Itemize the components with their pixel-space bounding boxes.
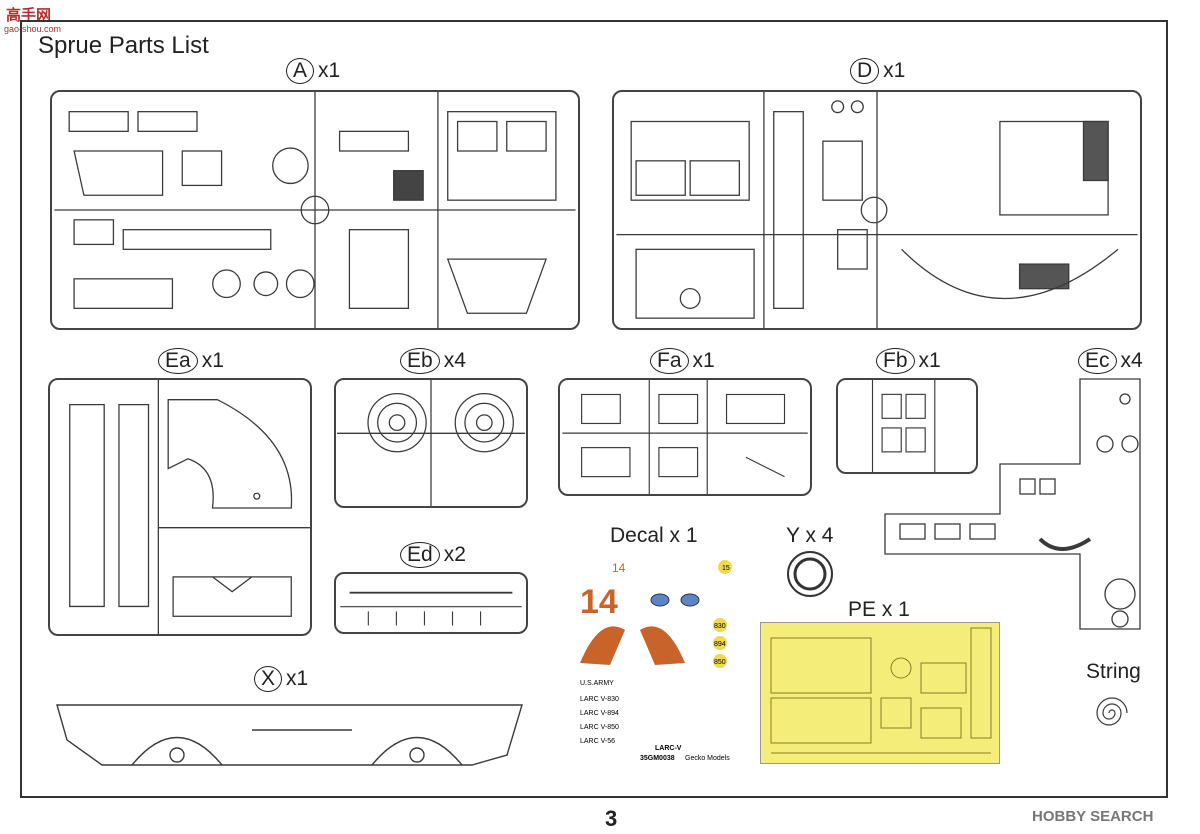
- sprue-d: [612, 90, 1142, 330]
- page-number: 3: [605, 806, 618, 831]
- sprue-eb-drawing: [336, 380, 526, 506]
- sprue-count: x1: [286, 667, 309, 690]
- y-part-label: Y x 4: [786, 524, 834, 547]
- y-part-ring: [787, 551, 833, 597]
- pe-sheet: [760, 622, 1000, 764]
- sprue-count: x1: [318, 59, 341, 82]
- decal-code-850: 850: [714, 659, 726, 666]
- decal-text-code: 35GM0038: [640, 755, 675, 762]
- sprue-ec: [884, 378, 1141, 630]
- decal-code-15: 15: [722, 565, 730, 572]
- sprue-letter: Fa: [650, 348, 689, 374]
- decal-label: Decal x 1: [610, 524, 698, 547]
- sprue-count: x2: [443, 543, 466, 566]
- decal-sheet: 15 14 14 830 894 850 U.S.ARMY LARC V-830…: [560, 555, 740, 770]
- sprue-fa: [558, 378, 812, 496]
- sprue-fb: [836, 378, 978, 474]
- sprue-ea: [48, 378, 312, 636]
- sprue-count: x1: [692, 349, 715, 372]
- sprue-a: [50, 90, 580, 330]
- decal-text-brand: Gecko Models: [685, 755, 730, 762]
- sprue-ed-drawing: [340, 591, 522, 626]
- sprue-letter: Ea: [158, 348, 198, 374]
- string-label: String: [1086, 660, 1141, 683]
- decal-code-830: 830: [714, 623, 726, 630]
- sprue-fa-drawing: [562, 380, 808, 494]
- pe-sheet-drawing: [770, 627, 992, 754]
- sprue-letter: D: [850, 58, 880, 84]
- string-icon: [1096, 697, 1128, 726]
- page-frame: [20, 20, 1168, 798]
- sprue-letter: Ed: [400, 542, 440, 568]
- decal-text-850: LARC V-850: [580, 724, 619, 731]
- decal-text-army: U.S.ARMY: [580, 680, 614, 687]
- watermark-url: gao-shou.com: [4, 24, 62, 34]
- page-title: Sprue Parts List: [38, 32, 209, 59]
- sprue-eb: [334, 378, 528, 508]
- decal-small-number: 14: [612, 561, 626, 575]
- sprue-letter: Fb: [876, 348, 915, 374]
- decal-text-894: LARC V-894: [580, 710, 619, 717]
- decal-text-56: LARC V-56: [580, 738, 615, 745]
- decal-text-830: LARC V-830: [580, 696, 619, 703]
- sprue-a-drawing: [54, 92, 576, 328]
- decal-code-894: 894: [714, 641, 726, 648]
- sprue-letter: A: [286, 58, 315, 84]
- sprue-count: x1: [883, 59, 906, 82]
- decal-big-number: 14: [580, 583, 618, 621]
- pe-label: PE x 1: [848, 598, 910, 621]
- sprue-x: [56, 704, 523, 766]
- sprue-letter: Eb: [400, 348, 440, 374]
- sprue-fb-drawing: [871, 380, 936, 472]
- sprue-letter: X: [254, 666, 283, 692]
- sprue-letter: Ec: [1078, 348, 1117, 374]
- decal-text-larcv: LARC-V: [655, 745, 682, 752]
- sprue-count: x4: [1120, 349, 1143, 372]
- decal-sheet-drawing: 15 14 14 830 894 850 U.S.ARMY LARC V-830…: [580, 560, 732, 762]
- sprue-ed: [334, 572, 528, 634]
- sprue-count: x1: [201, 349, 224, 372]
- watermark-logo: 高手网: [6, 7, 52, 24]
- sprue-count: x1: [918, 349, 941, 372]
- watermark-hobbysearch: HOBBY SEARCH: [1032, 808, 1154, 825]
- sprue-count: x4: [443, 349, 466, 372]
- sprue-ea-drawing: [69, 380, 310, 634]
- sprue-d-drawing: [616, 92, 1138, 328]
